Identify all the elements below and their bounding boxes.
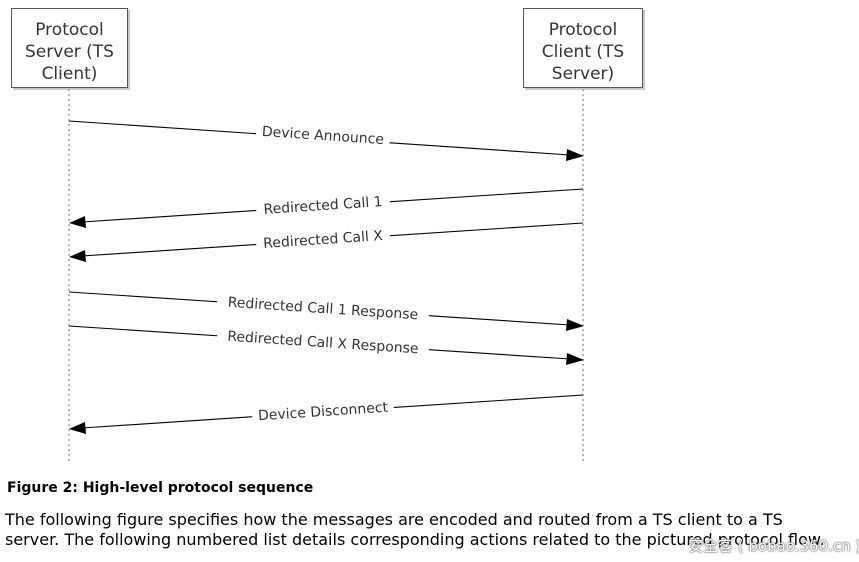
message-redirected-call-1-response: Redirected Call 1 Response [68,290,584,331]
description-line: server. The following numbered list deta… [5,530,825,549]
message-label: Redirected Call X [263,228,384,252]
message-redirected-call-1: Redirected Call 1 [69,188,584,228]
description-line: The following figure specifies how the m… [5,510,783,529]
message-redirected-call-x: Redirected Call X [69,222,584,262]
participant-protocol-server: Protocol Server (TS Client) [11,8,128,88]
message-label: Redirected Call 1 [263,194,383,218]
sequence-diagram: Protocol Server (TS Client) Protocol Cli… [11,8,643,462]
figure-caption: Figure 2: High-level protocol sequence [7,480,314,496]
message-device-announce: Device Announce [68,120,584,161]
participant-protocol-client: Protocol Client (TS Server) [523,8,643,88]
watermark: 安全客 ( bobao.360.cn ) [688,537,859,555]
description-paragraph: The following figure specifies how the m… [5,510,855,550]
sequence-lines: Device Announce Redirected Call 1 Redire… [68,89,584,462]
message-device-disconnect: Device Disconnect [69,394,584,434]
message-redirected-call-x-response: Redirected Call X Response [68,324,584,365]
